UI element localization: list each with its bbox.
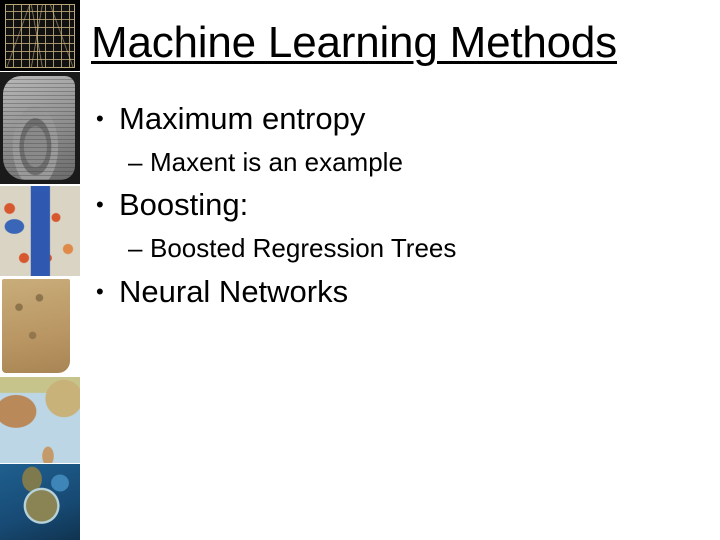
north-america-globe-image <box>0 464 80 540</box>
dash-marker: – <box>128 233 143 263</box>
slide-title: Machine Learning Methods <box>91 18 617 67</box>
sub-bullet-text: Boosted Regression Trees <box>150 233 457 263</box>
bullet-text: Maximum entropy <box>119 101 366 136</box>
bullet-marker: • <box>96 279 104 304</box>
sub-bullet-item: – Maxent is an example <box>128 147 403 177</box>
greece-map-image <box>0 377 80 463</box>
bullet-item: • Neural Networks <box>96 274 349 310</box>
chinese-map-image <box>0 186 80 276</box>
bullet-text: Neural Networks <box>119 274 349 309</box>
bullet-marker: • <box>96 106 104 131</box>
clay-tablet-map-image <box>0 72 80 184</box>
bullet-item: • Boosting: <box>96 187 249 223</box>
bullet-item: • Maximum entropy <box>96 101 366 137</box>
sub-bullet-item: – Boosted Regression Trees <box>128 233 457 263</box>
bullet-text: Boosting: <box>119 187 249 222</box>
parchment-map-image <box>0 277 80 375</box>
grid-projection-map-image <box>0 0 80 71</box>
bullet-marker: • <box>96 192 104 217</box>
image-strip <box>0 0 80 540</box>
sub-bullet-text: Maxent is an example <box>150 147 403 177</box>
dash-marker: – <box>128 147 143 177</box>
